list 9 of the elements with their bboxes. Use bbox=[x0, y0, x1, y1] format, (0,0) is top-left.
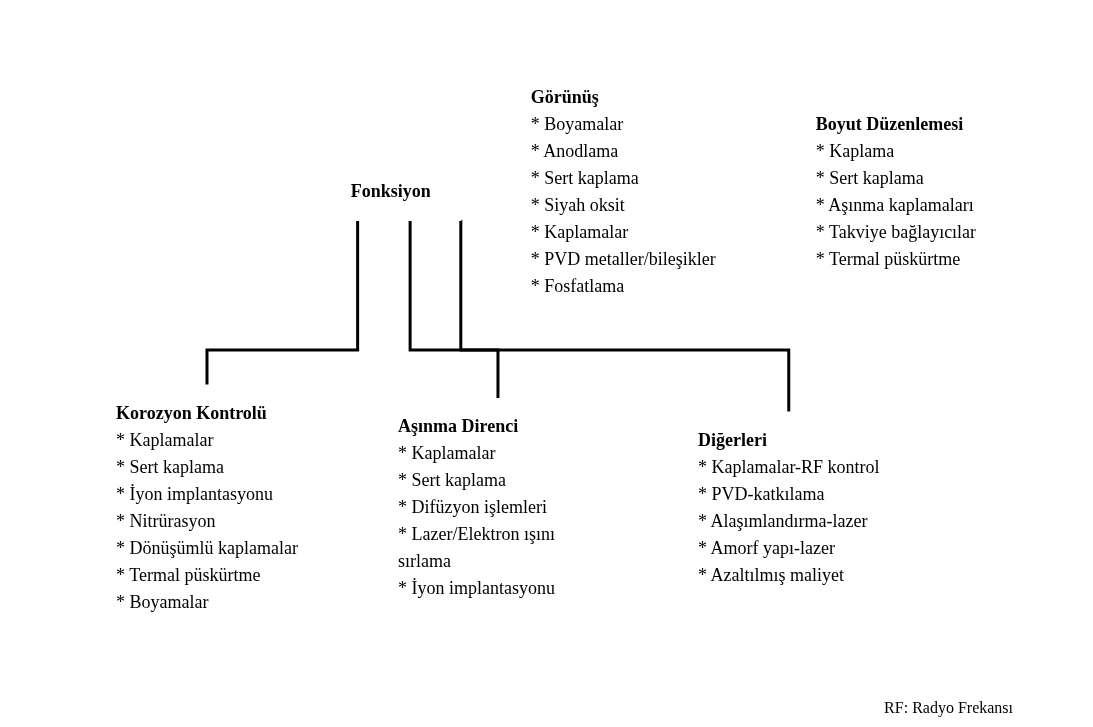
node-text: Aşınma Direnci * Kaplamalar * Sert kaplama * Difüzyon işlemleri * Lazer/Elektron ışını sırlama * İyon implantasyonu bbox=[398, 415, 556, 598]
node-text: Fonksiyon bbox=[351, 181, 432, 201]
node-text: Korozyon Kontrolü * Kaplamalar * Sert kaplama * İyon implantasyonu * Nitrürasyon * Dönüşümlü kaplamalar * Termal püskürtme * Boyamalar bbox=[116, 402, 299, 612]
node-text: Diğerleri * Kaplamalar-RF kontrol * PVD-katkılama * Alaşımlandırma-lazer * Amorf yapı-lazer * Azaltılmış maliyet bbox=[698, 429, 880, 585]
connector bbox=[205, 220, 360, 386]
node-text: Görünüş * Boyamalar * Anodlama * Sert kaplama * Siyah oksit * Kaplamalar * PVD metaller/bileşikler * Fosfatlama bbox=[531, 86, 717, 296]
node-text: Boyut Düzenlemesi * Kaplama * Sert kaplama * Aşınma kaplamaları * Takviye bağlayıcılar * Termal püskürtme bbox=[816, 113, 977, 269]
footnote: RF: Radyo Frekansı bbox=[884, 699, 1013, 717]
connector bbox=[459, 219, 791, 413]
